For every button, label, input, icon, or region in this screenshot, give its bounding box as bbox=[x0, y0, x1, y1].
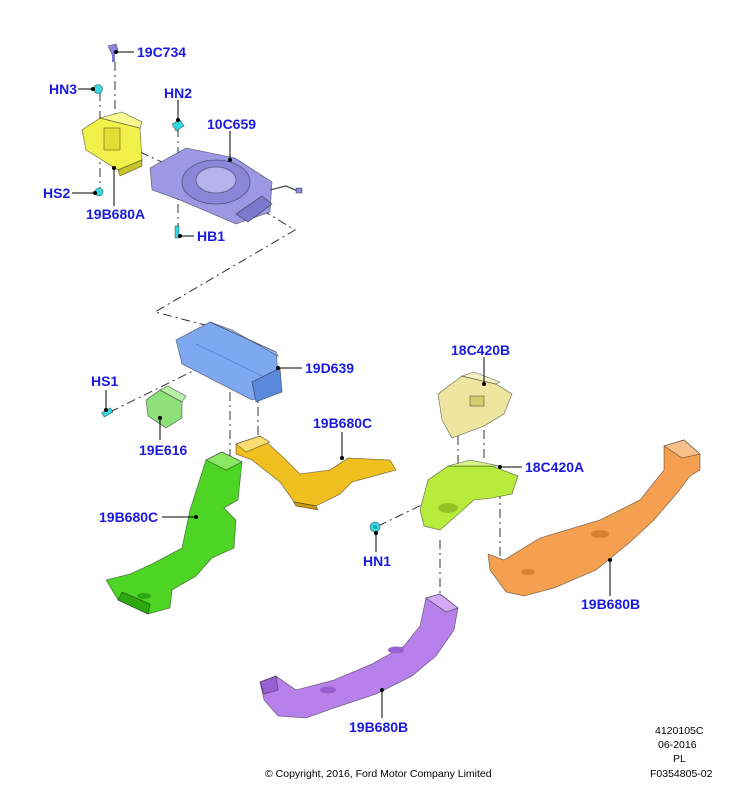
part-10C659-blower bbox=[149, 147, 303, 225]
part-18C420A-bracket bbox=[419, 459, 519, 531]
illustration-date: 06-2016 bbox=[658, 739, 697, 751]
label-19E616: 19E616 bbox=[139, 442, 187, 458]
part-19B680B-purple-duct bbox=[259, 593, 459, 719]
label-19B680B-bottom: 19B680B bbox=[349, 719, 408, 735]
copyright-text: © Copyright, 2016, Ford Motor Company Li… bbox=[265, 768, 492, 780]
label-HN3: HN3 bbox=[49, 81, 77, 97]
label-19B680A: 19B680A bbox=[86, 206, 145, 222]
part-19D639-duct bbox=[175, 321, 283, 403]
label-HN1: HN1 bbox=[363, 553, 391, 569]
label-19B680C-left: 19B680C bbox=[99, 509, 158, 525]
label-HN2: HN2 bbox=[164, 85, 192, 101]
label-HS2: HS2 bbox=[43, 185, 70, 201]
label-19B680C-top: 19B680C bbox=[313, 415, 372, 431]
label-18C420B: 18C420B bbox=[451, 342, 510, 358]
label-19C734: 19C734 bbox=[137, 44, 186, 60]
part-19E616-component bbox=[145, 385, 187, 429]
part-19B680A-bracket bbox=[81, 111, 143, 177]
part-19B680B-orange-duct bbox=[487, 439, 701, 597]
illustration-code: 4120105C bbox=[655, 725, 704, 737]
label-HS1: HS1 bbox=[91, 373, 118, 389]
illustration-language: PL bbox=[673, 753, 686, 765]
part-18C420B-bracket bbox=[437, 371, 513, 439]
hn1-nut-icon bbox=[369, 521, 381, 533]
part-labels: 19C734 HN3 HN2 10C659 HS2 19B680A HB1 19… bbox=[43, 44, 640, 735]
part-19B680C-green-duct bbox=[105, 451, 243, 615]
figure-number: F0354805-02 bbox=[650, 768, 713, 780]
label-10C659: 10C659 bbox=[207, 116, 256, 132]
label-19B680B-right: 19B680B bbox=[581, 596, 640, 612]
label-HB1: HB1 bbox=[197, 228, 225, 244]
part-19B680C-gold-duct bbox=[235, 435, 397, 511]
label-18C420A: 18C420A bbox=[525, 459, 584, 475]
leader-lines bbox=[72, 51, 611, 718]
hb1-bolt-icon bbox=[174, 225, 180, 239]
leader-dots bbox=[91, 50, 612, 692]
label-19D639: 19D639 bbox=[305, 360, 354, 376]
